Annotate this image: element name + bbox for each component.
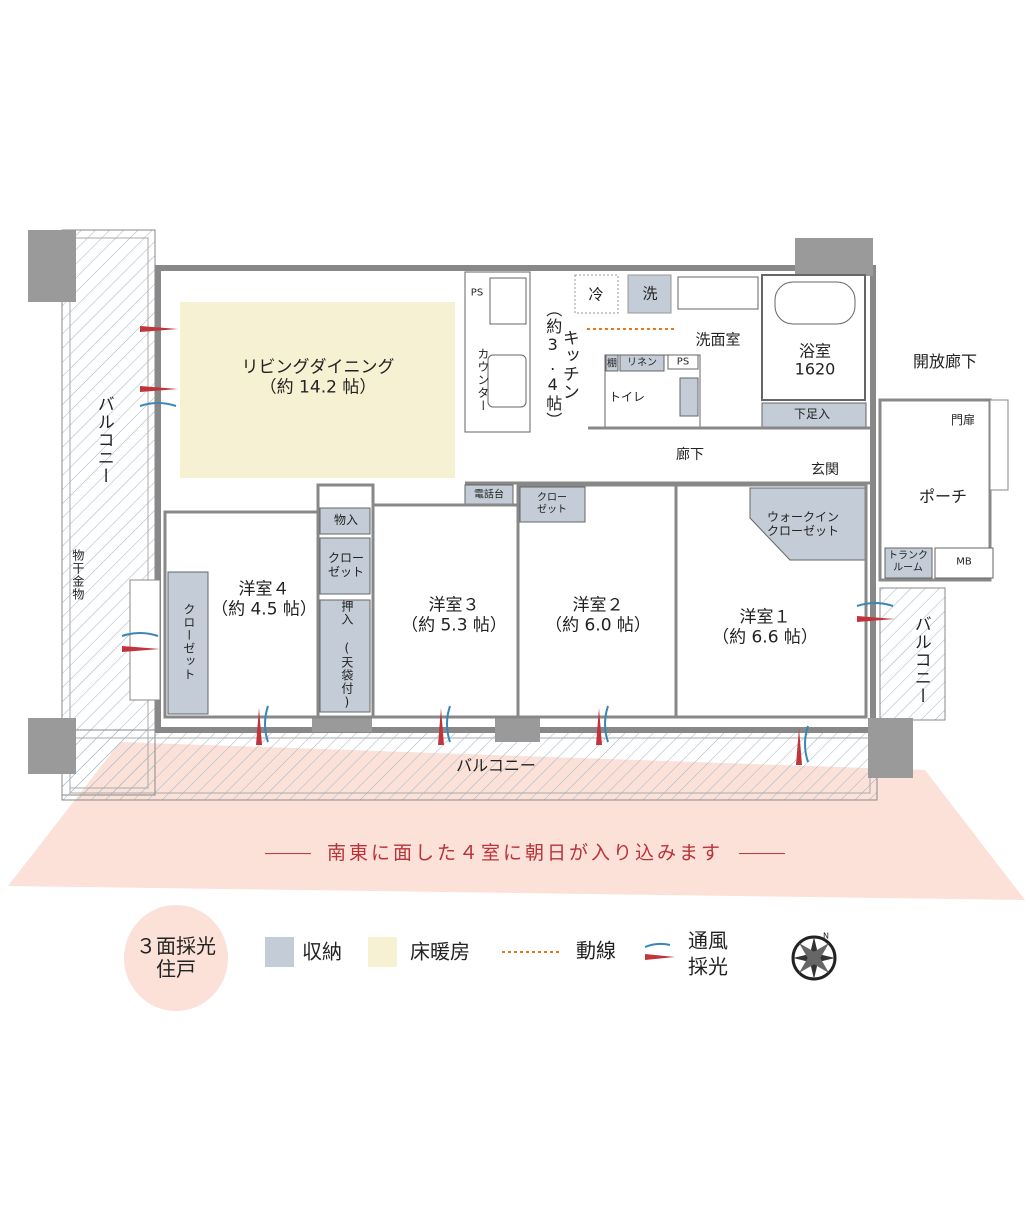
shelf-label: 棚 bbox=[607, 358, 617, 370]
room3-size: （約 5.3 帖） bbox=[401, 615, 507, 635]
legend-storage-swatch bbox=[265, 937, 294, 967]
porch-label: ポーチ bbox=[918, 486, 968, 506]
room-label-3: 洋室３（約 5.3 帖） bbox=[401, 596, 507, 635]
compass-icon bbox=[791, 935, 837, 981]
wind-markers bbox=[121, 402, 894, 763]
compass-north-label: N bbox=[823, 931, 829, 941]
entrance-label: 玄関 bbox=[811, 461, 839, 478]
room-label-1: 洋室１（約 6.6 帖） bbox=[712, 608, 818, 647]
room-label-4: 洋室４（約 4.5 帖） bbox=[211, 580, 317, 619]
balcony-right-label: バルコニー bbox=[910, 615, 931, 705]
trunk-room-label: トランク ルーム bbox=[888, 550, 928, 574]
walk-in-closet-label: ウォークイン クローゼット bbox=[766, 510, 839, 538]
balcony-bottom-label: バルコニー bbox=[456, 755, 536, 775]
room-label-2: 洋室２（約 6.0 帖） bbox=[545, 596, 651, 635]
room3-name: 洋室３ bbox=[428, 595, 480, 616]
shoe-storage-label: 下足入 bbox=[793, 407, 831, 422]
sunlight-message-text: 南東に面した４室に朝日が入り込みます bbox=[326, 842, 724, 865]
ldk-size: （約 14.2 帖） bbox=[259, 377, 377, 397]
legend-light-swatch bbox=[645, 954, 675, 960]
kitchen-size: （約3.4帖） bbox=[543, 301, 563, 429]
legend-floor-heating-label: 床暖房 bbox=[410, 939, 470, 964]
legend-storage-label: 収納 bbox=[302, 939, 342, 964]
legend-wind-label: 通風 bbox=[688, 928, 728, 953]
ps-label-washroom: PS bbox=[676, 356, 690, 368]
drying-rack-label: 物干金物 bbox=[70, 549, 85, 601]
oshiire-label: 押入 (天袋付) bbox=[339, 600, 354, 710]
sunlight-message: 南東に面した４室に朝日が入り込みます bbox=[249, 842, 801, 865]
balcony-left bbox=[61, 229, 156, 796]
room2-name: 洋室２ bbox=[572, 595, 624, 616]
fridge-label: 冷 bbox=[588, 285, 604, 304]
gate-label: 門扉 bbox=[950, 413, 976, 428]
counter-label: カウンター bbox=[475, 347, 490, 413]
room2-size: （約 6.0 帖） bbox=[545, 615, 651, 635]
room1-size: （約 6.6 帖） bbox=[712, 627, 818, 647]
legend-floor-heating-swatch bbox=[368, 937, 397, 967]
kitchen-name: キッチン bbox=[558, 329, 579, 401]
room4-size: （約 4.5 帖） bbox=[211, 599, 317, 619]
bath-size: 1620 bbox=[794, 360, 836, 379]
linen-label: リネン bbox=[627, 357, 657, 369]
toilet-label: トイレ bbox=[608, 390, 646, 405]
legend-badge: ３面採光 住戸 bbox=[136, 934, 216, 981]
balcony-left-label: バルコニー bbox=[93, 395, 114, 485]
legend-wind-swatch bbox=[644, 942, 671, 948]
walk-in-closet bbox=[749, 487, 867, 561]
washer-space bbox=[627, 274, 672, 314]
room4-name: 洋室４ bbox=[238, 579, 290, 600]
mb-label: MB bbox=[956, 556, 972, 568]
ldk-floor-heating bbox=[180, 302, 455, 478]
hall-closet-label: クロー ゼット bbox=[537, 492, 567, 516]
ps-label-kitchen: PS bbox=[470, 287, 484, 299]
legend-badge-bg bbox=[124, 905, 228, 1011]
storage-label: 物入 bbox=[333, 513, 359, 528]
room-label-ldk: リビングダイニング（約 14.2 帖） bbox=[242, 358, 395, 397]
light-markers bbox=[122, 326, 895, 765]
washroom-label: 洗面室 bbox=[695, 330, 741, 349]
open-corridor-label: 開放廊下 bbox=[912, 351, 978, 371]
shoe-storage bbox=[761, 402, 867, 429]
closet-room3-label: クロー ゼット bbox=[327, 551, 364, 579]
room1-name: 洋室１ bbox=[739, 607, 791, 628]
ldk-name: リビングダイニング bbox=[241, 357, 395, 378]
phone-stand-label: 電話台 bbox=[474, 489, 504, 501]
closet-room4-label: クローゼット bbox=[181, 603, 196, 681]
legend-light-label: 採光 bbox=[688, 954, 728, 979]
legend-route-label: 動線 bbox=[576, 938, 616, 963]
hall-label: 廊下 bbox=[676, 446, 704, 463]
washer-label: 洗 bbox=[642, 284, 658, 303]
bath-name: 浴室 bbox=[798, 341, 831, 361]
